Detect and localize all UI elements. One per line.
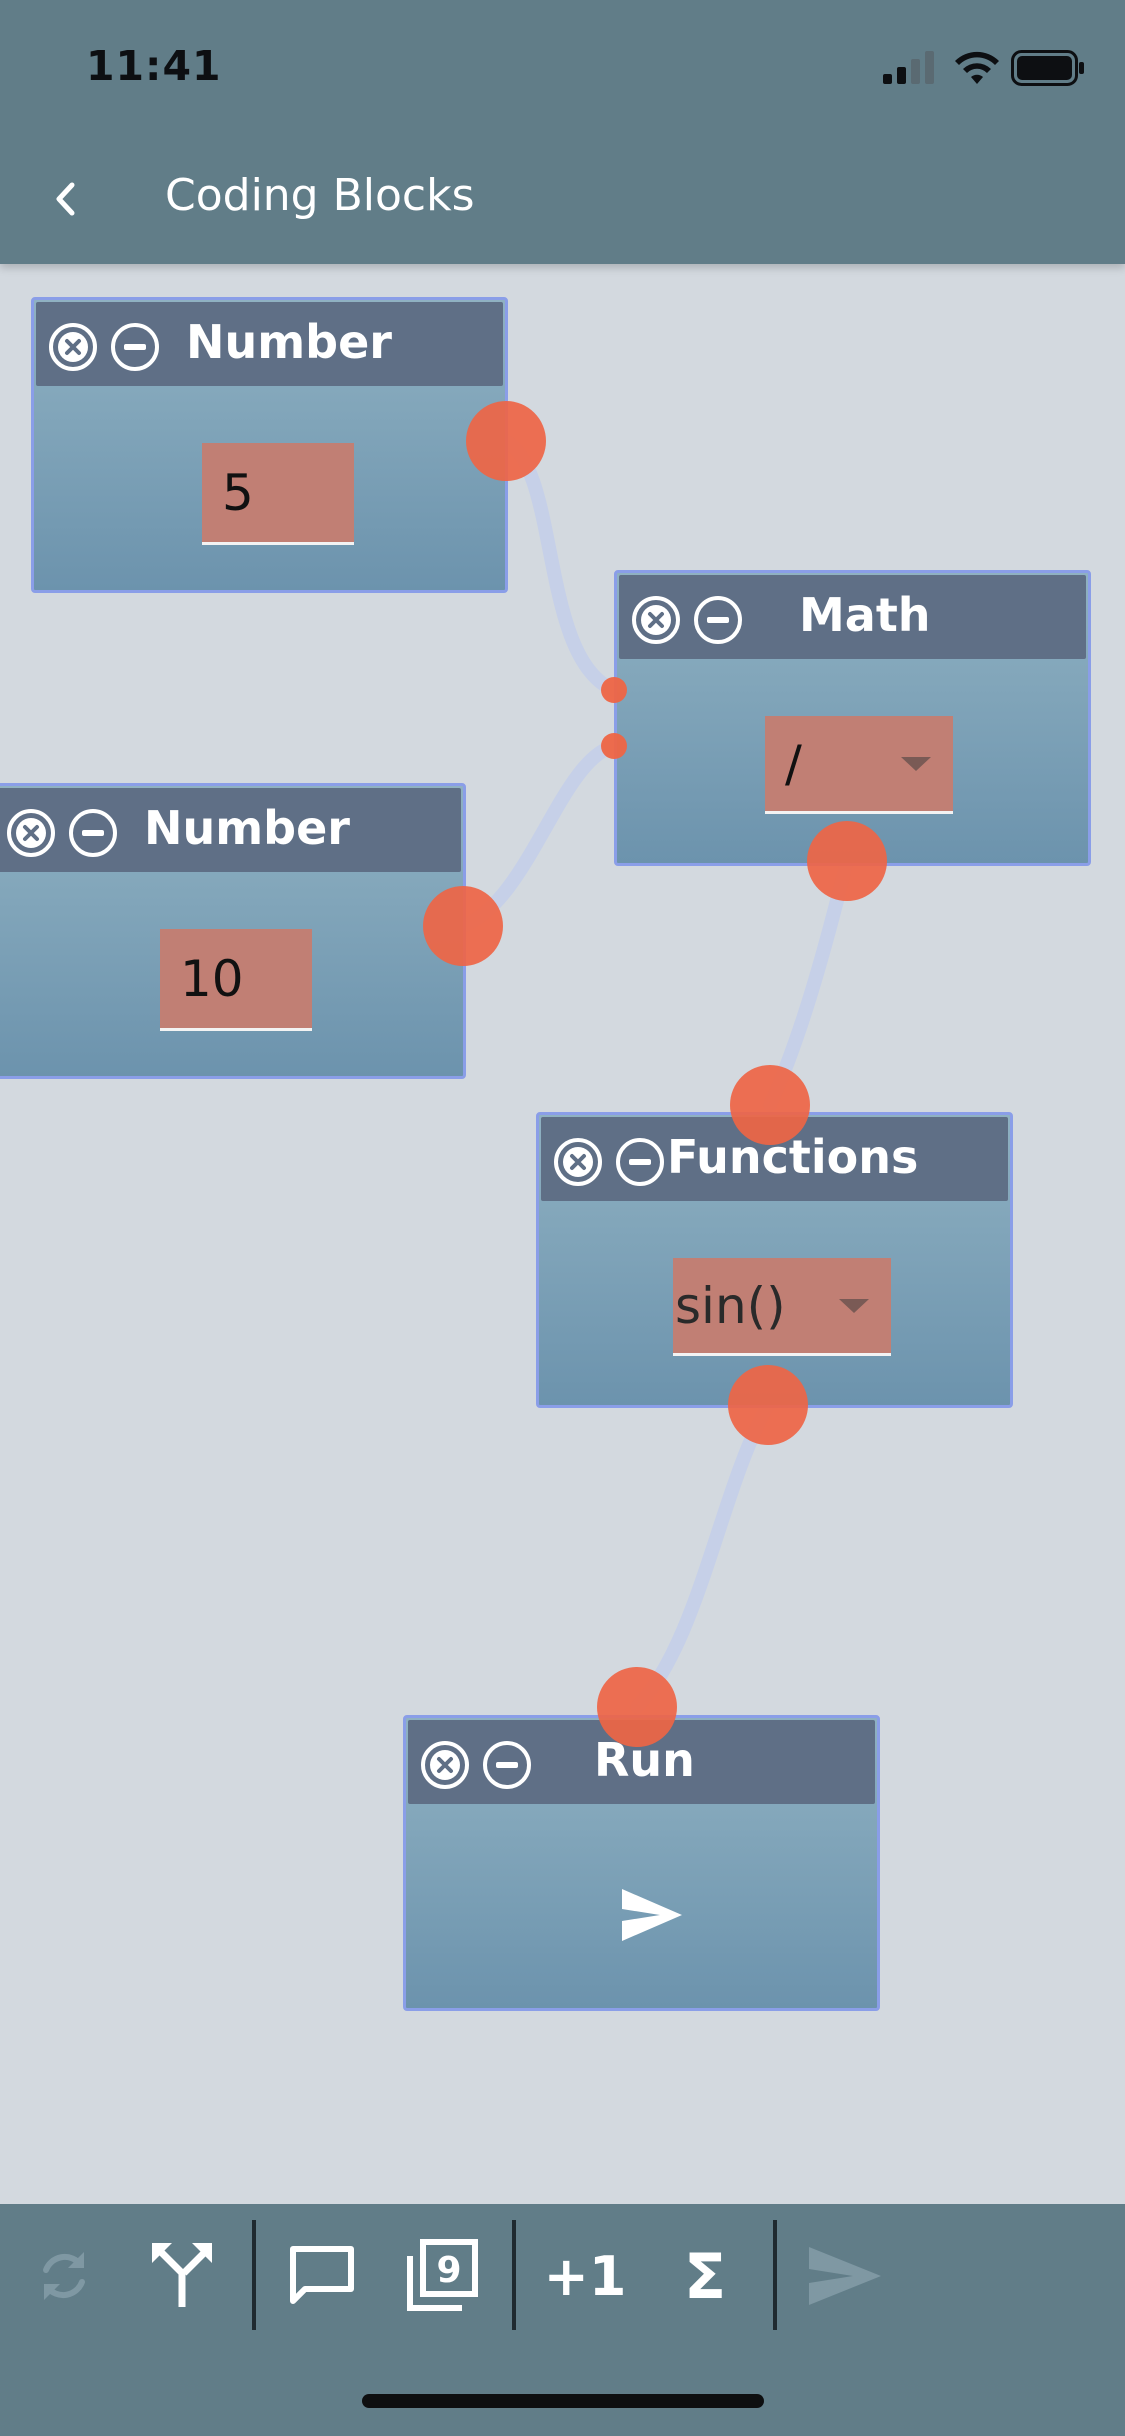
send-icon <box>809 2247 881 2305</box>
close-circle-icon[interactable] <box>48 322 98 372</box>
operator-select-value: / <box>785 734 802 793</box>
app-header: 11:41 Coding Blocks <box>0 0 1125 264</box>
math-block[interactable]: Math / <box>614 570 1091 866</box>
toolbar-divider <box>773 2220 777 2330</box>
chevron-down-icon <box>901 756 931 771</box>
close-circle-icon[interactable] <box>631 595 681 645</box>
minus-circle-icon[interactable] <box>68 808 118 858</box>
block-header[interactable]: Run <box>408 1720 875 1804</box>
block-title: Math <box>799 588 931 642</box>
close-circle-icon[interactable] <box>6 808 56 858</box>
chevron-down-icon <box>839 1298 869 1313</box>
increment-label: +1 <box>543 2244 627 2308</box>
output-port[interactable] <box>728 1365 808 1445</box>
function-select-value: sin() <box>675 1276 786 1335</box>
status-time: 11:41 <box>86 42 222 90</box>
operator-select[interactable]: / <box>765 716 953 814</box>
input-port[interactable] <box>730 1065 810 1145</box>
number-input[interactable]: 5 <box>202 443 354 545</box>
input-port-b[interactable] <box>601 733 627 759</box>
send-icon[interactable] <box>620 1887 684 1943</box>
toolbar-divider <box>252 2220 256 2330</box>
page-title: Coding Blocks <box>165 170 475 221</box>
block-title: Number <box>144 801 350 855</box>
function-select[interactable]: sin() <box>673 1258 891 1356</box>
comment-button[interactable] <box>272 2226 372 2326</box>
fork-icon <box>152 2243 212 2307</box>
functions-block[interactable]: Functions sin() <box>536 1112 1013 1408</box>
sum-button[interactable]: Σ <box>655 2226 755 2326</box>
cellular-signal-icon <box>883 51 934 84</box>
number-block-2[interactable]: Number 10 <box>0 783 466 1079</box>
sigma-label: Σ <box>683 2239 727 2313</box>
block-header[interactable]: Number <box>36 302 503 386</box>
number-input[interactable]: 10 <box>160 929 312 1031</box>
refresh-icon <box>43 2252 85 2300</box>
minus-circle-icon[interactable] <box>615 1137 665 1187</box>
comment-icon <box>290 2246 354 2304</box>
minus-circle-icon[interactable] <box>482 1740 532 1790</box>
minus-circle-icon[interactable] <box>110 322 160 372</box>
battery-icon <box>1011 50 1084 86</box>
output-port[interactable] <box>807 821 887 901</box>
block-header[interactable]: Math <box>619 575 1086 659</box>
number-stack-button[interactable]: 9 <box>392 2226 492 2326</box>
wifi-icon <box>955 51 999 84</box>
output-port[interactable] <box>466 401 546 481</box>
toolbar-divider <box>512 2220 516 2330</box>
close-circle-icon[interactable] <box>553 1137 603 1187</box>
chevron-left-icon <box>56 182 75 216</box>
back-button[interactable] <box>40 166 90 232</box>
run-block[interactable]: Run <box>403 1715 880 2011</box>
svg-text:9: 9 <box>436 2250 461 2291</box>
number-block-1[interactable]: Number 5 <box>31 297 508 593</box>
send-button[interactable] <box>795 2226 895 2326</box>
block-title: Number <box>186 315 392 369</box>
number-stack-icon: 9 <box>407 2239 478 2311</box>
home-indicator[interactable] <box>362 2394 764 2408</box>
refresh-button[interactable] <box>14 2226 114 2326</box>
minus-circle-icon[interactable] <box>693 595 743 645</box>
close-circle-icon[interactable] <box>420 1740 470 1790</box>
fork-button[interactable] <box>132 2226 232 2326</box>
block-header[interactable]: Number <box>0 788 461 872</box>
block-title: Functions <box>667 1130 919 1184</box>
output-port[interactable] <box>423 886 503 966</box>
increment-button[interactable]: +1 <box>535 2226 635 2326</box>
input-port[interactable] <box>597 1667 677 1747</box>
input-port-a[interactable] <box>601 677 627 703</box>
